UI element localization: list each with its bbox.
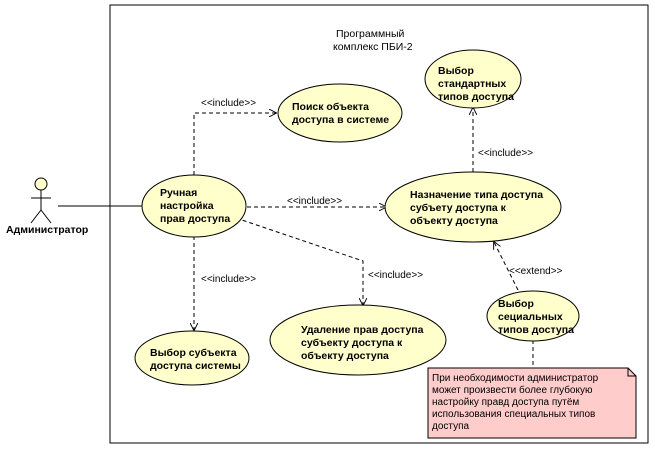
use-case-search-shape <box>277 83 403 143</box>
use-case-search-object[interactable]: Поиск объекта доступа в системе <box>277 83 403 143</box>
use-case-standard-line-3: типов доступа <box>438 91 514 103</box>
use-case-standard-line-1: Выбор <box>438 65 474 77</box>
note-line-1: При необходимости администратор <box>432 372 599 384</box>
note-line-4: использования специальных типов <box>432 409 595 420</box>
use-case-standard-line-2: стандартных <box>438 78 506 90</box>
include-label-standard: <<include>> <box>478 148 533 159</box>
use-case-standard-shape <box>424 49 522 109</box>
use-case-manual-line-2: настройка <box>160 200 214 212</box>
note-line-2: может произвести более глубокую <box>432 384 593 396</box>
use-case-delete-line-2: субъекту доступа к <box>301 337 403 349</box>
use-case-search-line-1: Поиск объекта <box>292 101 369 113</box>
extend-label-special: <<extend>> <box>509 266 563 277</box>
use-case-subject-shape <box>134 330 250 386</box>
include-arrow-search <box>193 113 276 175</box>
include-arrow-delete <box>235 217 363 305</box>
use-case-special-line-2: сециальных <box>498 311 563 323</box>
use-case-subject-line-1: Выбор субъекта <box>150 347 237 359</box>
actor-head <box>34 177 48 191</box>
relationships: <<include>> <<include>> <<include>> <<in… <box>194 98 563 368</box>
system-title-line-2: комплекс ПБИ-2 <box>333 41 413 53</box>
use-case-delete-line-3: объекту доступа <box>301 350 389 362</box>
include-label-search: <<include>> <box>201 98 256 109</box>
note-special-types: При необходимости администратор может пр… <box>427 367 637 439</box>
use-case-special-line-3: типов доступа <box>498 324 574 336</box>
use-case-select-subject[interactable]: Выбор субъекта доступа системы <box>134 330 250 386</box>
actor-left-leg <box>30 209 42 224</box>
note-line-5: доступа <box>432 421 470 432</box>
use-case-special-types[interactable]: Выбор сециальных типов доступа <box>486 290 580 342</box>
use-case-standard-types[interactable]: Выбор стандартных типов доступа <box>424 49 522 109</box>
note-fold <box>627 368 636 377</box>
actor-label: Администратор <box>6 224 88 236</box>
use-case-delete-shape <box>269 304 447 376</box>
use-case-subject-line-2: доступа системы <box>150 360 241 372</box>
use-case-assign-shape <box>384 171 562 243</box>
system-title-line-1: Программный <box>336 28 405 40</box>
actor-right-leg <box>40 209 52 224</box>
use-case-special-shape <box>486 290 580 342</box>
use-case-manual-line-3: прав доступа <box>160 213 230 225</box>
use-case-search-line-2: доступа в системе <box>292 114 389 126</box>
use-case-assign-type[interactable]: Назначение типа доступа субъету доступа … <box>384 171 562 243</box>
system-boundary <box>109 4 649 444</box>
include-label-subject: <<include>> <box>201 274 256 285</box>
use-case-assign-line-2: субъету доступа к <box>410 202 507 214</box>
actor-administrator[interactable]: Администратор <box>6 177 88 236</box>
extend-arrow-special <box>494 242 519 291</box>
use-case-special-line-1: Выбор <box>498 298 534 310</box>
use-case-delete-line-1: Удаление прав доступа <box>301 324 424 336</box>
use-case-manual-shape <box>141 174 247 238</box>
use-case-delete-rights[interactable]: Удаление прав доступа субъекту доступа к… <box>269 304 447 376</box>
use-case-assign-line-1: Назначение типа доступа <box>410 189 543 201</box>
use-case-manual-line-1: Ручная <box>160 187 197 199</box>
include-label-delete: <<include>> <box>368 270 423 281</box>
use-case-assign-line-3: объекту доступа <box>410 215 498 227</box>
note-line-3: настройку правд доступа путём <box>432 397 579 408</box>
use-case-manual-setup[interactable]: Ручная настройка прав доступа <box>141 174 247 238</box>
include-label-assign: <<include>> <box>287 196 342 207</box>
note-shape <box>427 367 637 439</box>
